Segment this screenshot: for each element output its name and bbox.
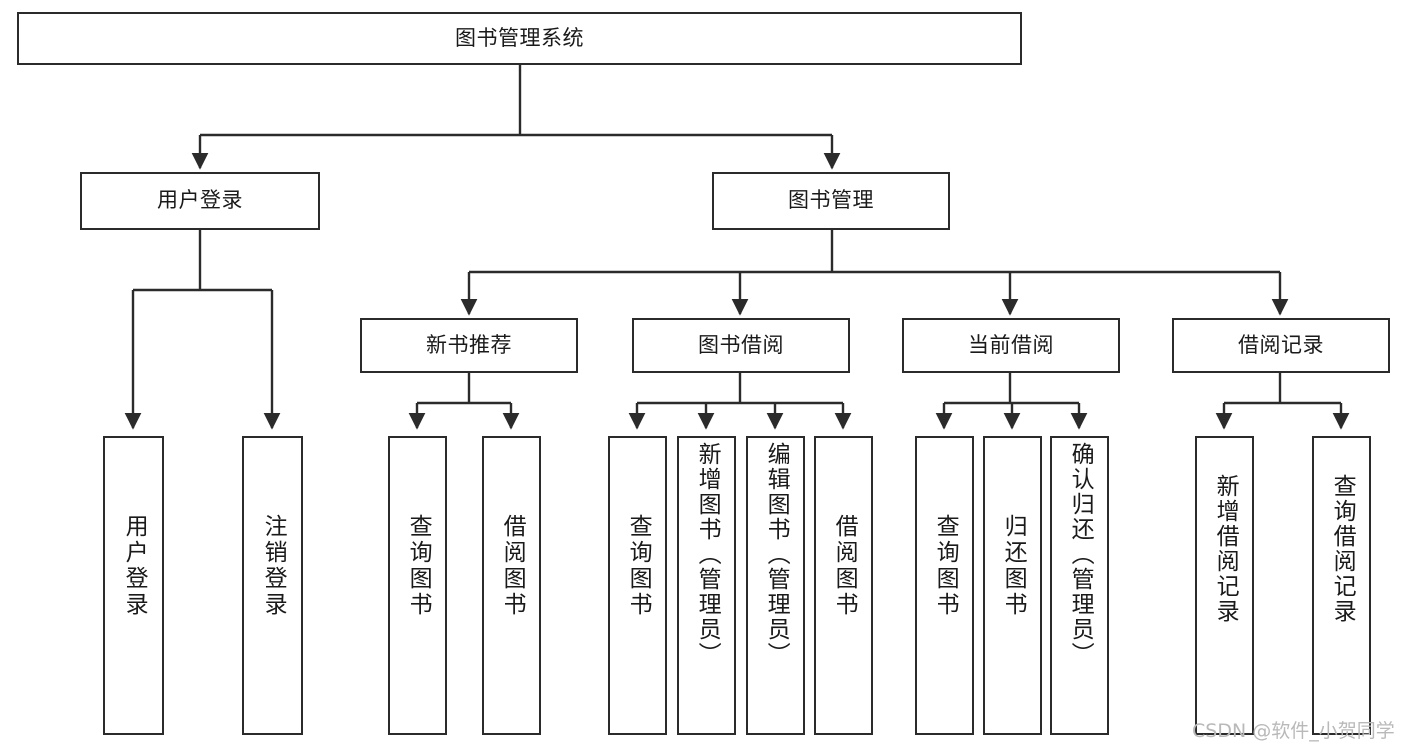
node-new-book-rec[interactable]: 新书推荐 [360,318,578,373]
node-leaf-return-book[interactable]: 归还图书 [983,436,1042,735]
node-user-login-label: 用户登录 [157,188,243,213]
node-leaf-edit-book-label: 编辑图书（管理员） [763,442,790,667]
node-user-login[interactable]: 用户登录 [80,172,320,230]
node-leaf-add-record[interactable]: 新增借阅记录 [1195,436,1254,735]
node-leaf-borrow-book-1-label: 借阅图书 [499,514,526,618]
node-leaf-borrow-book-1[interactable]: 借阅图书 [482,436,541,735]
node-leaf-user-login-label: 用户登录 [121,514,148,618]
node-leaf-query-book-1[interactable]: 查询图书 [388,436,447,735]
node-leaf-confirm-return-label: 确认归还（管理员） [1067,442,1094,667]
node-book-borrow-label: 图书借阅 [698,332,784,357]
node-book-manage[interactable]: 图书管理 [712,172,950,230]
node-leaf-add-book-label: 新增图书（管理员） [694,442,721,667]
node-leaf-query-book-3[interactable]: 查询图书 [915,436,974,735]
node-leaf-query-book-2-label: 查询图书 [625,514,652,618]
node-current-borrow-label: 当前借阅 [968,332,1054,357]
node-root-label: 图书管理系统 [455,25,584,50]
node-root[interactable]: 图书管理系统 [17,12,1022,65]
node-leaf-borrow-book-2-label: 借阅图书 [831,514,858,618]
node-book-borrow[interactable]: 图书借阅 [632,318,850,373]
node-leaf-add-book[interactable]: 新增图书（管理员） [677,436,736,735]
node-leaf-query-record-label: 查询借阅记录 [1329,474,1356,624]
node-borrow-record-label: 借阅记录 [1238,332,1324,357]
node-current-borrow[interactable]: 当前借阅 [902,318,1120,373]
node-book-manage-label: 图书管理 [788,188,874,213]
node-leaf-return-book-label: 归还图书 [1000,514,1027,618]
node-leaf-query-book-1-label: 查询图书 [405,514,432,618]
node-leaf-add-record-label: 新增借阅记录 [1212,474,1239,624]
node-borrow-record[interactable]: 借阅记录 [1172,318,1390,373]
node-leaf-edit-book[interactable]: 编辑图书（管理员） [746,436,805,735]
csdn-watermark: CSDN @软件_小贺同学 [1192,720,1395,742]
node-leaf-user-login[interactable]: 用户登录 [103,436,164,735]
node-leaf-borrow-book-2[interactable]: 借阅图书 [814,436,873,735]
node-leaf-user-logout[interactable]: 注销登录 [242,436,303,735]
node-leaf-query-book-3-label: 查询图书 [932,514,959,618]
node-leaf-query-record[interactable]: 查询借阅记录 [1312,436,1371,735]
node-leaf-query-book-2[interactable]: 查询图书 [608,436,667,735]
node-leaf-confirm-return[interactable]: 确认归还（管理员） [1050,436,1109,735]
node-new-book-rec-label: 新书推荐 [426,332,512,357]
node-leaf-user-logout-label: 注销登录 [260,514,287,618]
